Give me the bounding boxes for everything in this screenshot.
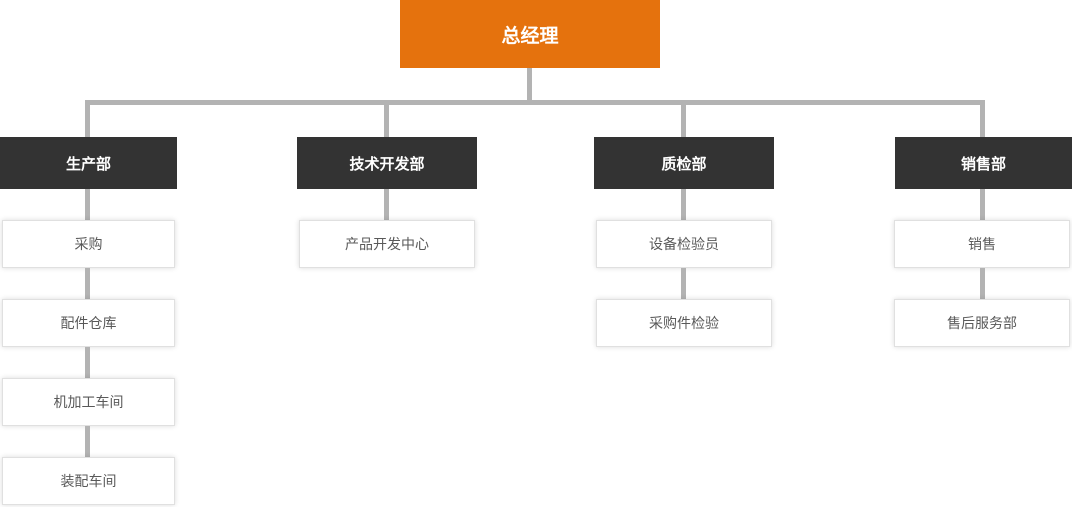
connector-root-drop [527, 68, 532, 100]
node-tech-development-dept: 技术开发部 [297, 137, 477, 189]
node-sales: 销售 [894, 220, 1070, 268]
connector-child-link [85, 347, 90, 378]
connector-child-link [980, 189, 985, 220]
node-purchasing: 采购 [2, 220, 175, 268]
connector-branch-drop [980, 100, 985, 137]
connector-child-link [85, 268, 90, 299]
connector-horizontal-rail [85, 100, 985, 105]
connector-child-link [384, 189, 389, 220]
node-general-manager: 总经理 [400, 0, 660, 68]
node-production-dept: 生产部 [0, 137, 177, 189]
connector-branch-drop [681, 100, 686, 137]
node-purchased-parts-inspection: 采购件检验 [596, 299, 772, 347]
node-equipment-inspector: 设备检验员 [596, 220, 772, 268]
connector-branch-drop [85, 100, 90, 137]
node-machining-workshop: 机加工车间 [2, 378, 175, 426]
node-product-dev-center: 产品开发中心 [299, 220, 475, 268]
connector-child-link [681, 268, 686, 299]
connector-branch-drop [384, 100, 389, 137]
connector-child-link [85, 189, 90, 220]
connector-child-link [681, 189, 686, 220]
connector-child-link [85, 426, 90, 457]
node-quality-inspection-dept: 质检部 [594, 137, 774, 189]
node-sales-dept: 销售部 [895, 137, 1072, 189]
node-parts-warehouse: 配件仓库 [2, 299, 175, 347]
node-assembly-workshop: 装配车间 [2, 457, 175, 505]
connector-child-link [980, 268, 985, 299]
node-after-sales-service-dept: 售后服务部 [894, 299, 1070, 347]
